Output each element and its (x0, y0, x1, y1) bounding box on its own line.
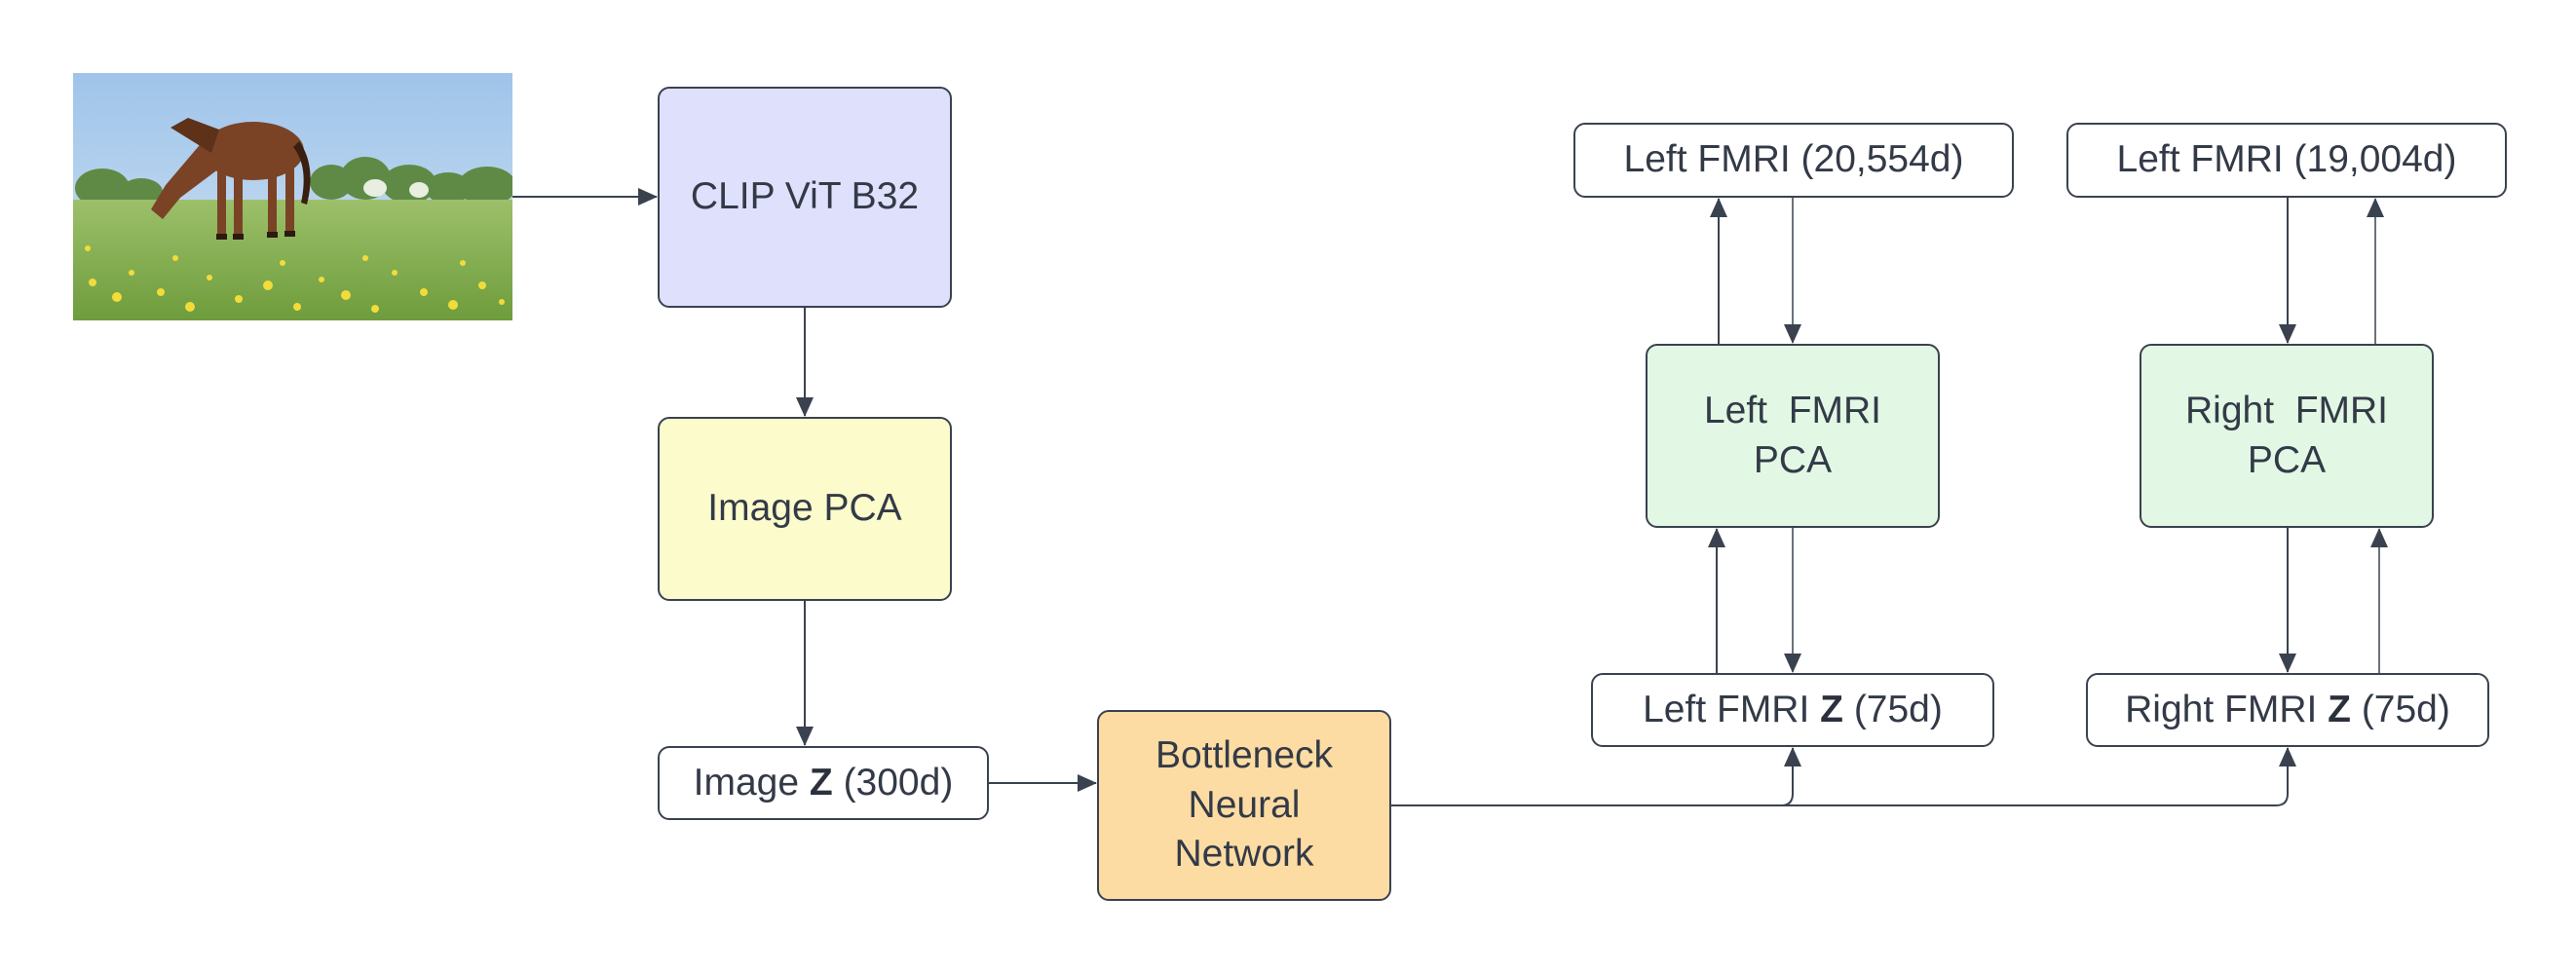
right-fmri-z-prefix: Right FMRI (2125, 688, 2329, 730)
left-fmri-pca-label: Left FMRI PCA (1704, 387, 1881, 485)
left-fmri-z-suffix: (75d) (1842, 688, 1943, 730)
right-fmri-z-suffix: (75d) (2350, 688, 2450, 730)
right-fmri-pca-line-1: Right FMRI (2184, 389, 2389, 431)
right-fmri-pca-line-2: PCA (2247, 438, 2327, 481)
image-pca-node: Image PCA (658, 417, 952, 601)
image-z-bold: Z (809, 761, 833, 804)
right-fmri-z-bold: Z (2328, 688, 2351, 730)
left-fmri-node: Left FMRI (20,554d) (1573, 123, 2014, 198)
arrow-bottleneck-to-right-z (1781, 747, 2296, 806)
right-fmri-z-label: Right FMRI Z (75d) (2125, 686, 2450, 735)
left-fmri-z-prefix: Left FMRI (1643, 688, 1821, 730)
left-fmri-z-label: Left FMRI Z (75d) (1643, 686, 1943, 735)
image-pca-label: Image PCA (707, 487, 902, 530)
right-fmri-z-node: Right FMRI Z (75d) (2086, 673, 2489, 747)
right-fmri-node: Left FMRI (19,004d) (2066, 123, 2507, 198)
bottleneck-line-1: Bottleneck (1155, 733, 1334, 776)
image-z-label: Image Z (300d) (694, 759, 954, 808)
left-fmri-pca-line-1: Left FMRI (1703, 389, 1882, 431)
clip-vit-label: CLIP ViT B32 (690, 175, 920, 218)
right-fmri-label: Left FMRI (19,004d) (2116, 138, 2457, 181)
bottleneck-line-2: Neural (1188, 783, 1301, 826)
image-z-suffix: (300d) (832, 761, 954, 804)
clip-vit-node: CLIP ViT B32 (658, 87, 952, 308)
left-fmri-z-node: Left FMRI Z (75d) (1591, 673, 1994, 747)
bottleneck-line-3: Network (1174, 833, 1314, 876)
horse-photo (73, 73, 512, 320)
right-fmri-pca-label: Right FMRI PCA (2185, 387, 2388, 485)
left-fmri-z-bold: Z (1820, 688, 1843, 730)
image-z-node: Image Z (300d) (658, 746, 989, 820)
right-fmri-pca-node: Right FMRI PCA (2140, 344, 2434, 528)
arrow-bottleneck-to-left-z (1391, 747, 1801, 806)
image-z-prefix: Image (693, 761, 810, 804)
left-fmri-pca-line-2: PCA (1753, 438, 1833, 481)
left-fmri-label: Left FMRI (20,554d) (1623, 138, 1964, 181)
left-fmri-pca-node: Left FMRI PCA (1646, 344, 1940, 528)
